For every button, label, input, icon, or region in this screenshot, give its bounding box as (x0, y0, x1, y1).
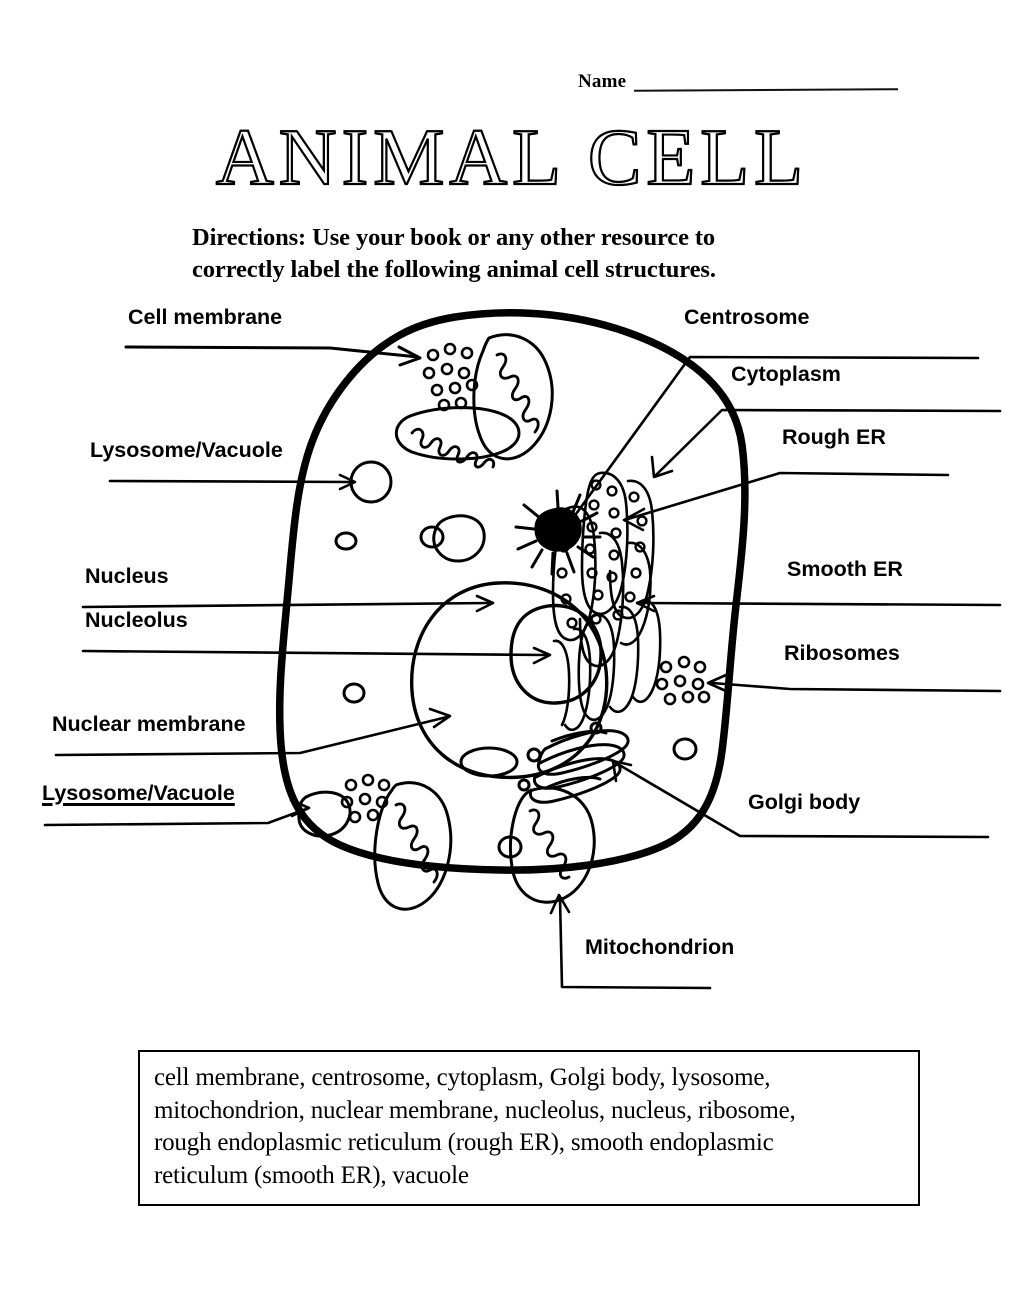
rough-er-shape (551, 471, 655, 668)
leader-smooth-er-arrow (635, 594, 656, 613)
name-blank-line[interactable] (634, 74, 899, 92)
label-smooth-er: Smooth ER (787, 557, 903, 581)
word-bank-line: rough endoplasmic reticulum (rough ER), … (154, 1129, 774, 1156)
leader-mitochondrion (558, 897, 712, 990)
leader-nucleus-arrow (475, 594, 495, 613)
leader-ribosomes (710, 681, 1002, 693)
mitochondrion-shape (508, 786, 596, 904)
vesicle-shape (342, 682, 366, 704)
name-label: Name (578, 71, 627, 92)
leader-centrosome-arrow (558, 508, 582, 530)
leader-cytoplasm (654, 408, 1002, 477)
leader-rough-er (626, 471, 950, 521)
cell-membrane-outline (275, 308, 749, 874)
label-ribosomes: Ribosomes (784, 641, 900, 665)
word-bank-line: mitochondrion, nuclear membrane, nucleol… (154, 1096, 796, 1124)
leader-nucleus (81, 601, 492, 609)
nucleolus-outline (509, 603, 603, 705)
label-rough-er: Rough ER (782, 425, 886, 449)
leader-nuclear-membrane (54, 715, 449, 757)
label-centrosome: Centrosome (684, 305, 810, 329)
directions-text: Directions: Use your book or any other r… (192, 224, 716, 284)
animal-cell-diagram: Cell membrane Lysosome/Vacuole Nucleus N… (0, 285, 1024, 1005)
name-field-row: Name (578, 71, 899, 92)
word-bank-line: reticulum (smooth ER), vacuole (154, 1161, 469, 1189)
leader-rough-er-arrow (622, 507, 646, 532)
mitochondrion-shape (373, 781, 453, 911)
leader-nucleolus-arrow (532, 646, 552, 665)
page-title: ANIMAL CELL (215, 114, 808, 202)
lysosome-vacuole-shape (349, 460, 393, 504)
nucleus-outline (410, 581, 609, 780)
leader-lysosome-bottom (43, 807, 308, 827)
vesicle-shape (334, 531, 358, 551)
label-mitochondrion: Mitochondrion (585, 935, 735, 959)
vesicle-shape (497, 835, 523, 859)
smooth-er-shape (552, 599, 662, 732)
vacuole-shape (432, 514, 486, 563)
leader-golgi (614, 761, 990, 839)
label-lysosome-vacuole-top: Lysosome/Vacuole (90, 438, 283, 462)
leader-cell-membrane (124, 345, 420, 359)
label-lysosome-vacuole-bottom: Lysosome/Vacuole (42, 781, 235, 805)
label-nuclear-membrane: Nuclear membrane (52, 712, 246, 736)
mitochondrion-shape (472, 333, 554, 461)
vesicle-shape (672, 737, 698, 761)
leader-centrosome (566, 355, 980, 527)
mitochondrion-shape (394, 406, 521, 469)
label-nucleolus: Nucleolus (85, 608, 188, 632)
leader-cell-membrane-arrow (397, 345, 422, 367)
leader-lysosome-top-arrow (338, 473, 357, 491)
ribosome-cluster (340, 773, 391, 824)
leader-lysosome-top (108, 479, 354, 484)
label-cell-membrane: Cell membrane (128, 305, 283, 329)
vesicle-shape (419, 525, 445, 549)
word-bank-line: cell membrane, centrosome, cytoplasm, Go… (154, 1064, 771, 1091)
leader-lysosome-bottom-arrow (289, 798, 311, 818)
leader-ribosomes-arrow (706, 673, 728, 693)
cell-diagram-svg (43, 308, 1002, 990)
leader-smooth-er (638, 601, 1002, 607)
label-cytoplasm: Cytoplasm (731, 362, 841, 386)
leader-golgi-arrow (611, 759, 633, 783)
leader-nucleolus (81, 649, 549, 657)
label-golgi-body: Golgi body (748, 790, 861, 814)
vacuole-shape (459, 746, 519, 778)
leader-nuclear-membrane-arrow (428, 707, 452, 729)
leader-cytoplasm-arrow (650, 455, 674, 479)
ribosome-cluster (422, 342, 479, 412)
label-nucleus: Nucleus (85, 564, 169, 588)
word-bank-box: cell membrane, centrosome, cytoplasm, Go… (138, 1050, 920, 1206)
ribosome-cluster (655, 655, 711, 706)
leader-mitochondrion-arrow (549, 893, 571, 915)
